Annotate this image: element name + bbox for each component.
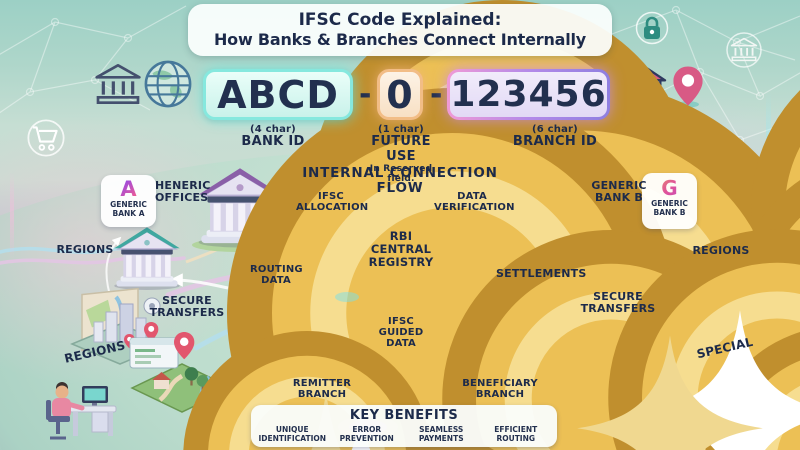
bank-b-card-label: GENERIC BANK B (651, 199, 688, 217)
data-verification-label: DATA VERIFICATION (434, 191, 515, 214)
ifsc-guided-data-label: IFSC GUIDED DATA (378, 316, 424, 350)
head-office-building-right (506, 166, 594, 252)
settlements-label: SETTLEMENTS (496, 267, 587, 280)
celebrating-person-right (702, 258, 738, 310)
location-pin-icon (672, 64, 704, 112)
remitter-branch-label: REMITTER BRANCH (292, 378, 352, 401)
reserved-digit-box: 0 (377, 69, 423, 120)
benefit-error-prevention: ERROR PREVENTION (339, 425, 394, 443)
bank-b-logo: G (642, 178, 697, 198)
beneficiary-branch-label: BENEFICIARY BRANCH (462, 378, 538, 401)
document-icon (390, 346, 422, 390)
house-icon (620, 64, 668, 110)
heneric-offices-label: HENERIC OFFICES (155, 179, 211, 205)
title-card: IFSC Code Explained: How Banks & Branche… (188, 4, 612, 56)
lock-icon (634, 10, 670, 50)
dash-2: - (430, 77, 443, 112)
branch-id-label: (6 char) BRANCH ID (512, 124, 598, 150)
celebrating-user-at-computer (688, 360, 768, 446)
title-line2: How Banks & Branches Connect Internally (213, 30, 587, 49)
bank-circle-icon (724, 30, 764, 74)
globe-icon (142, 58, 194, 114)
key-benefits-heading: KEY BENEFITS (349, 408, 459, 423)
analyst-at-desk (40, 366, 122, 448)
ifsc-allocation-label: IFSC ALLOCATION (296, 191, 369, 214)
robot-right-mid (614, 204, 638, 239)
benefit-efficient-routing: EFFICIENT ROUTING (494, 425, 538, 443)
robot-bottom-right (574, 400, 600, 438)
regions-right-label: REGIONS (692, 244, 750, 257)
padlock-remitter-icon (252, 342, 272, 370)
key-benefits-card: KEY BENEFITS UNIQUE IDENTIFICATION ERROR… (251, 405, 557, 447)
generic-bank-b-card: G GENERIC BANK B (642, 173, 697, 229)
secure-transfers-left-label: SECURE TRANSFERS (149, 294, 225, 320)
bank-code-box: ABCD (203, 69, 353, 120)
benefit-unique-identification: UNIQUE IDENTIFICATION (258, 425, 327, 443)
key-benefits-row: UNIQUE IDENTIFICATION ERROR PREVENTION S… (257, 425, 551, 443)
title-line1: IFSC Code Explained: (298, 10, 502, 30)
generic-bank-b-label: GENERIC BANK B (591, 179, 647, 205)
routing-data-label: ROUTING DATA (250, 264, 303, 287)
generic-bank-a-card: A GENERIC BANK A (101, 175, 156, 227)
bank-a-logo: A (101, 179, 156, 200)
regional-bank-building-right (630, 226, 694, 290)
branch-code-box: 123456 (447, 69, 610, 120)
bank-id-label: (4 char) BANK ID (241, 124, 305, 150)
cart-icon (26, 118, 66, 162)
secure-transfers-right-label: SECURE TRANSFERS (580, 290, 656, 316)
regions-left-upper-label: REGIONS (56, 243, 114, 256)
dash-1: - (359, 77, 372, 112)
registry-label: RBI CENTRAL REGISTRY (368, 229, 434, 269)
bank-icon (94, 62, 142, 110)
benefit-seamless-payments: SEAMLESS PAYMENTS (418, 425, 464, 443)
robot-left-lower (214, 386, 240, 424)
magnifier-icon (333, 292, 382, 344)
bank-a-card-label: GENERIC BANK A (110, 200, 147, 218)
